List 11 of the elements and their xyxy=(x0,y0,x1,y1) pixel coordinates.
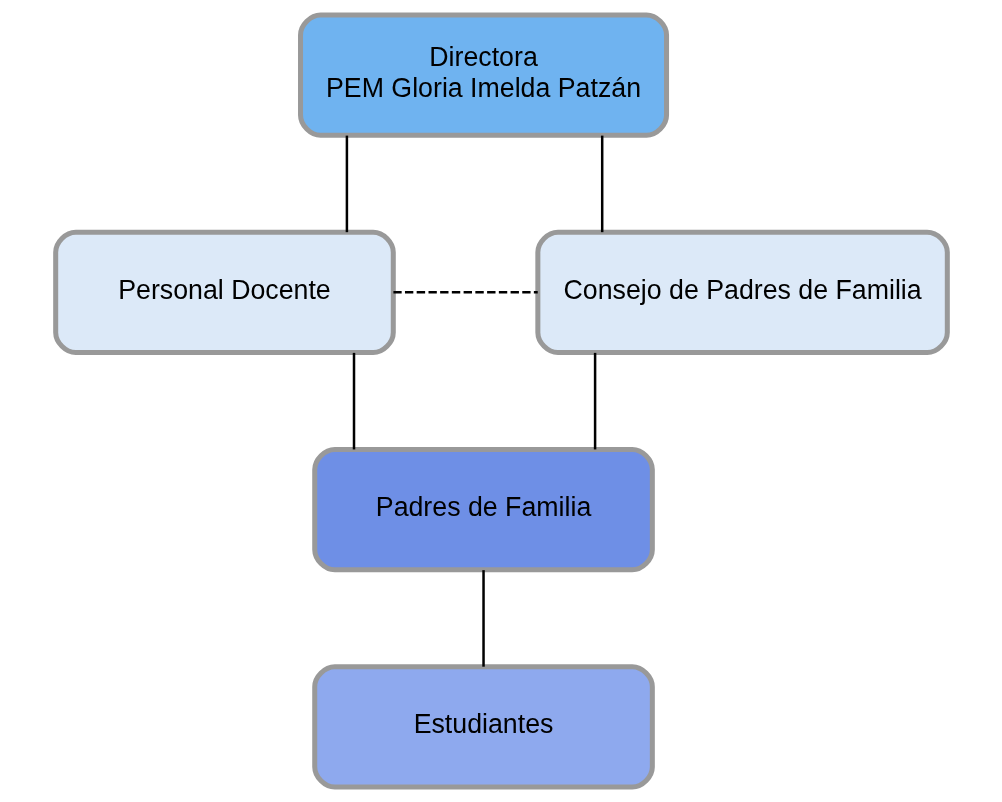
node-box: Directora PEM Gloria Imelda Patzán xyxy=(297,12,669,138)
node-box: Personal Docente xyxy=(52,229,396,356)
node-box: Padres de Familia xyxy=(311,446,655,573)
connector xyxy=(392,291,538,294)
connector xyxy=(600,135,603,233)
node-box: Consejo de Padres de Familia xyxy=(534,229,950,356)
node-box: Estudiantes xyxy=(311,664,655,790)
connector xyxy=(481,570,485,667)
connector xyxy=(345,135,348,233)
connector xyxy=(593,352,596,450)
connector xyxy=(352,352,355,450)
